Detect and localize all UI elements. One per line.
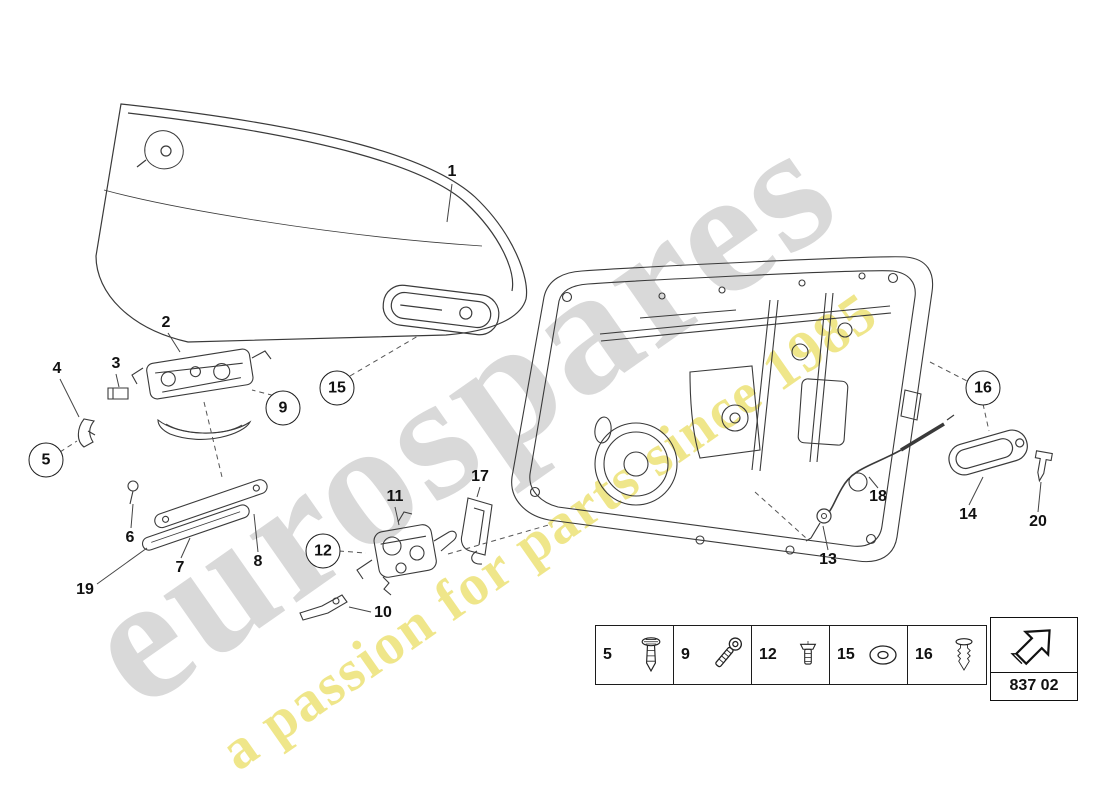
grommet-icon	[869, 645, 897, 665]
callout-8: 8	[253, 553, 263, 570]
door-lock-assembly	[356, 511, 457, 596]
callout-19: 19	[76, 581, 94, 598]
callout-13: 13	[819, 551, 837, 568]
legend-cell-9: 9	[674, 626, 752, 684]
inner-door-panel	[511, 256, 934, 563]
bracket-3	[107, 387, 129, 400]
callout-14: 14	[959, 506, 977, 523]
bracket-10	[299, 594, 348, 621]
bracket-17	[460, 497, 493, 565]
legend-number: 9	[681, 646, 690, 663]
hex-bolt-icon	[715, 637, 743, 668]
callout-6: 6	[125, 529, 135, 546]
legend-cell-15: 15	[830, 626, 908, 684]
callout-5: 5	[28, 442, 64, 478]
callout-18: 18	[869, 488, 887, 505]
dashed-reference-lines	[59, 335, 990, 555]
callout-9: 9	[265, 390, 301, 426]
callout-12: 12	[305, 533, 341, 569]
door-handle-recess	[382, 284, 500, 336]
callout-20: 20	[1029, 513, 1047, 530]
callout-4: 4	[52, 360, 62, 377]
callout-1: 1	[447, 163, 457, 180]
pan-head-screw-icon	[799, 641, 817, 665]
legend-cell-16: 16	[908, 626, 986, 684]
legend-number: 5	[603, 646, 612, 663]
clip-4	[77, 418, 96, 448]
callout-7: 7	[175, 559, 185, 576]
direction-arrow-icon	[1010, 629, 1051, 666]
clip-20	[1034, 450, 1053, 483]
arrow-wrap	[991, 618, 1077, 672]
callout-15: 15	[319, 370, 355, 406]
legend-cell-5: 5	[596, 626, 674, 684]
part-number-box: 837 02	[990, 617, 1078, 701]
outer-handle	[948, 429, 1028, 476]
bowden-cable	[805, 414, 955, 542]
legend-number: 12	[759, 646, 777, 663]
leader-lines	[59, 183, 1042, 613]
legend-number: 16	[915, 646, 933, 663]
expander-clip-icon	[955, 638, 973, 671]
callout-11: 11	[386, 488, 404, 505]
flat-head-rivet-icon	[641, 637, 661, 673]
door-seal-strips	[127, 479, 268, 551]
legend-cell-12: 12	[752, 626, 830, 684]
door-outer-panel	[95, 103, 528, 343]
callout-3: 3	[111, 355, 121, 372]
interior-handle-assembly	[131, 348, 272, 440]
callout-16: 16	[965, 370, 1001, 406]
callout-17: 17	[471, 468, 489, 485]
part-code: 837 02	[991, 672, 1077, 700]
callout-10: 10	[374, 604, 392, 621]
fastener-legend: 5 9 12	[595, 625, 987, 685]
callout-2: 2	[161, 314, 171, 331]
legend-number: 15	[837, 646, 855, 663]
